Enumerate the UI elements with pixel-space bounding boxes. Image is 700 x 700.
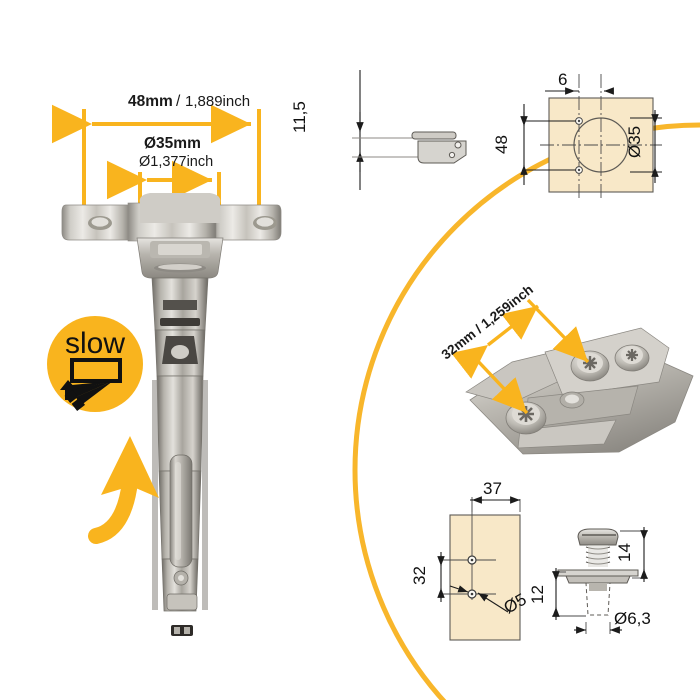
plate-dim-32: 32	[410, 566, 429, 585]
plate-dim-37: 37	[483, 479, 502, 498]
hinge-photo	[61, 193, 282, 636]
plate-boring-drawing	[437, 496, 521, 641]
screw-dim-12: 12	[528, 585, 547, 604]
cup-dim-6: 6	[558, 70, 567, 89]
soft-close-arrow	[88, 436, 159, 544]
plate-dimension-callouts	[451, 298, 590, 415]
width-inch-label: 1,889inch	[185, 93, 250, 110]
cup-boring-drawing	[520, 74, 662, 200]
screw-dim-d63: Ø6,3	[614, 609, 651, 628]
cup-diameter-mm-label: Ø35mm	[144, 135, 201, 152]
slow-badge	[47, 316, 143, 412]
cup-dim-48: 48	[492, 135, 511, 154]
dowel-screw-drawing	[552, 527, 648, 634]
width-mm-label: 48mm	[128, 93, 173, 110]
mounting-plate-photo	[465, 327, 694, 455]
slow-badge-label: slow	[65, 327, 125, 360]
side-profile-drawing	[352, 70, 467, 190]
width-separator: /	[176, 93, 181, 110]
plate-span-label: 32mm / 1,259inch	[439, 282, 536, 363]
soft-close-door-icon	[60, 358, 122, 412]
cup-diameter-inch-label: Ø1,377inch	[139, 154, 213, 170]
decorative-arc	[352, 122, 700, 700]
cup-dim-d35: Ø35	[625, 126, 644, 158]
screw-dim-14: 14	[615, 543, 634, 562]
side-profile-dim-11-5: 11,5	[290, 101, 309, 133]
